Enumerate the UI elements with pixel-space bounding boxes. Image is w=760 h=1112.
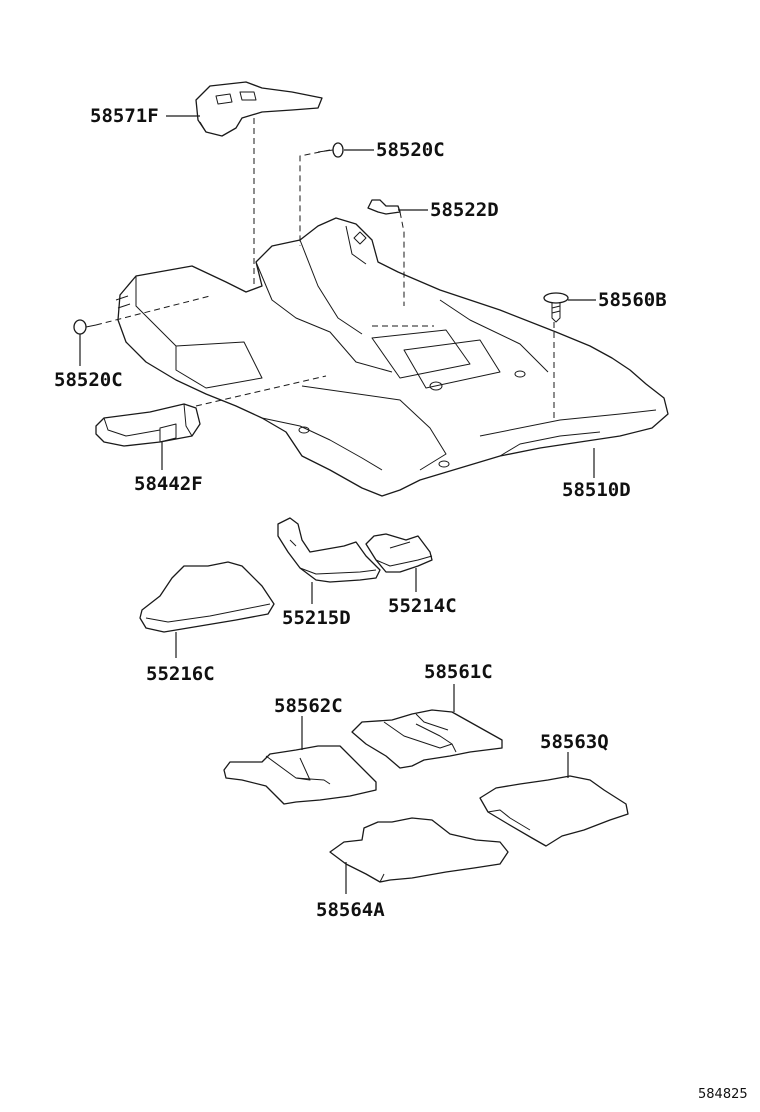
part-58522D-bracket — [367, 199, 401, 215]
label-58560B: 58560B — [598, 289, 667, 311]
label-58571F: 58571F — [90, 105, 159, 127]
part-58510D-floor-carpet — [115, 217, 669, 497]
label-58520C-left: 58520C — [54, 369, 123, 391]
part-55214C-mat — [365, 533, 433, 573]
label-58510D: 58510D — [562, 479, 631, 501]
part-58571F-insulator — [195, 81, 323, 137]
label-58522D: 58522D — [430, 199, 499, 221]
label-55215D: 55215D — [282, 607, 351, 629]
part-58563Q-floor-mat — [479, 775, 629, 847]
part-58520C-clip-upper — [317, 142, 344, 158]
label-58442F: 58442F — [134, 473, 203, 495]
label-58520C-upper: 58520C — [376, 139, 445, 161]
label-58561C: 58561C — [424, 661, 493, 683]
leader-lines — [79, 115, 596, 894]
part-58442F-pad — [95, 403, 201, 447]
part-55215D-mat — [277, 517, 381, 583]
part-58560B-clip — [543, 292, 569, 323]
part-58562C-floor-mat — [223, 745, 377, 805]
part-55216C-mat — [139, 561, 275, 633]
alignment-lines — [95, 118, 555, 418]
part-58561C-floor-mat — [351, 709, 503, 769]
part-labels: 58571F 58520C 58522D 58560B 58520C 58442… — [54, 105, 667, 921]
label-55214C: 55214C — [388, 595, 457, 617]
part-58564A-floor-mat — [329, 817, 509, 883]
diagram-code: 584825 — [698, 1087, 748, 1102]
label-58564A: 58564A — [316, 899, 385, 921]
label-58562C: 58562C — [274, 695, 343, 717]
part-58520C-clip-left — [73, 319, 97, 335]
label-58563Q: 58563Q — [540, 731, 609, 753]
label-55216C: 55216C — [146, 663, 215, 685]
